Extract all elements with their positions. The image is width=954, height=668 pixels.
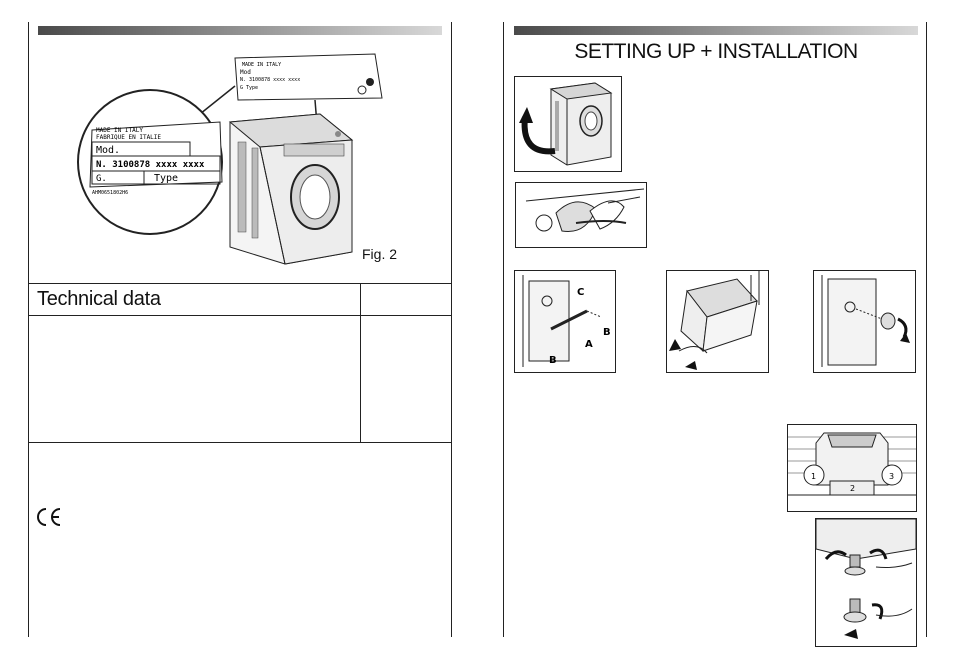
svg-text:FABRIQUE EN ITALIE: FABRIQUE EN ITALIE: [96, 134, 161, 141]
washing-machine-rating-plate-figure: MADE IN ITALY Mod N. 3100878 xxxx xxxx G…: [70, 52, 410, 272]
tech-section-title: Technical data: [37, 288, 161, 310]
ce-mark-icon: [34, 506, 64, 528]
svg-text:MADE IN ITALY: MADE IN ITALY: [242, 62, 281, 68]
label-a: A: [585, 339, 593, 350]
svg-text:Type: Type: [154, 173, 178, 184]
plate-made-in: MADE IN ITALY: [96, 127, 143, 134]
right-page-left-border: [503, 22, 504, 637]
right-header-bar: [514, 26, 918, 35]
adjust-feet-illustration: [815, 518, 917, 647]
tech-table-column-divider: [360, 283, 361, 442]
svg-text:N. 3100878 xxxx xxxx: N. 3100878 xxxx xxxx: [240, 77, 300, 83]
rear-bolts-illustration: C B B A: [514, 270, 616, 373]
level-step-3: 3: [889, 472, 894, 481]
insert-caps-illustration: [813, 270, 916, 373]
level-step-1: 1: [811, 472, 816, 481]
label-b-right: B: [603, 327, 611, 338]
label-c: C: [577, 287, 584, 298]
pull-spacers-illustration: [666, 270, 769, 373]
svg-text:Mod.: Mod.: [96, 145, 120, 156]
tech-table-bottom-line: [28, 442, 451, 443]
svg-text:Mod: Mod: [240, 69, 251, 76]
svg-text:N. 3100878 xxxx xxxx: N. 3100878 xxxx xxxx: [96, 160, 205, 170]
leveling-illustration: 1 2 3: [787, 424, 917, 512]
tech-table-header-line: [28, 315, 451, 316]
right-page-right-border: [926, 22, 927, 637]
svg-text:AHM0651802H6: AHM0651802H6: [92, 190, 128, 196]
label-b-left: B: [549, 355, 557, 366]
left-header-bar: [38, 26, 442, 35]
remove-transit-bracket-illustration: [515, 182, 647, 248]
page-title: SETTING UP + INSTALLATION: [574, 40, 858, 63]
unpack-machine-illustration: [514, 76, 622, 172]
level-step-2: 2: [850, 484, 855, 493]
svg-text:G.: G.: [96, 174, 107, 184]
left-page-right-border: [451, 22, 452, 637]
tech-table-top-line: [28, 283, 451, 284]
left-page-left-border: [28, 22, 29, 637]
figure-label: Fig. 2: [362, 246, 398, 262]
svg-text:G Type: G Type: [240, 85, 258, 91]
